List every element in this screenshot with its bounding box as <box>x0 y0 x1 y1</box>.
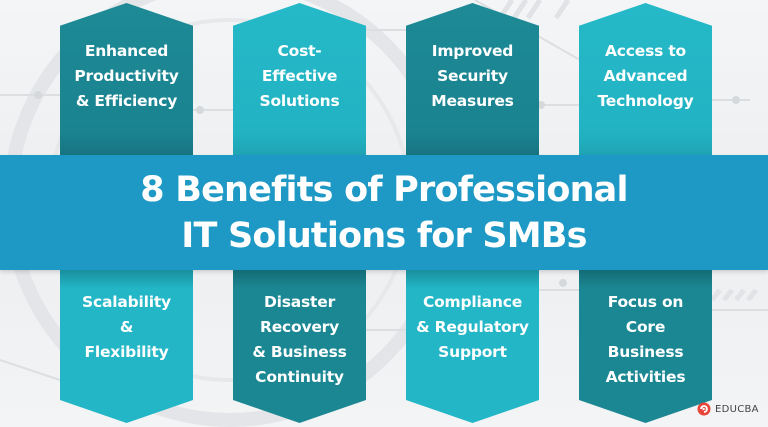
benefit-text-line: Continuity <box>255 368 344 386</box>
benefit-text-line: Recovery <box>259 318 340 336</box>
benefit-text-line: Compliance <box>422 293 523 311</box>
benefit-card-disaster-recovery: Disaster Recovery & Business Continuity <box>233 270 366 423</box>
benefit-text-line: Focus on <box>607 293 684 311</box>
benefit-text-line: Core <box>625 318 666 336</box>
benefit-card-core-business-focus: Focus on Core Business Activities <box>579 270 712 423</box>
benefit-text-line: Effective <box>261 67 338 85</box>
benefit-text-line: Technology <box>597 92 694 110</box>
benefit-text-line: Improved <box>431 42 514 60</box>
benefit-text-line: & Business <box>252 343 347 361</box>
benefit-text-line: & Regulatory <box>416 318 529 336</box>
benefit-card-cost-effective: Cost- Effective Solutions <box>233 3 366 155</box>
benefit-text-line: Flexibility <box>84 343 169 361</box>
benefit-text-line: Solutions <box>259 92 340 110</box>
benefit-card-advanced-technology: Access to Advanced Technology <box>579 3 712 155</box>
benefit-text-line: Activities <box>605 368 686 386</box>
benefit-card-enhanced-productivity: Enhanced Productivity & Efficiency <box>60 3 193 155</box>
educba-logo-text: EDUCBA <box>715 403 759 415</box>
benefit-text-line: Access to <box>605 42 686 60</box>
benefit-text-line: Security <box>437 67 508 85</box>
educba-logo-icon <box>697 402 711 416</box>
benefit-text-line: Advanced <box>603 67 688 85</box>
page-title-line-1: 8 Benefits of Professional <box>140 169 628 210</box>
benefit-text-line: Support <box>438 343 507 361</box>
benefit-text-line: Productivity <box>74 67 179 85</box>
benefit-text-line: Business <box>607 343 684 361</box>
title-banner: 8 Benefits of Professional IT Solutions … <box>0 155 768 270</box>
educba-logo: EDUCBA <box>697 402 759 416</box>
benefit-card-scalability: Scalability & Flexibility <box>60 270 193 423</box>
benefit-text-line: Enhanced <box>84 42 169 60</box>
benefit-card-improved-security: Improved Security Measures <box>406 3 539 155</box>
benefit-text-line: Scalability <box>82 293 171 311</box>
benefit-card-compliance: Compliance & Regulatory Support <box>406 270 539 423</box>
benefit-text-line: Disaster <box>263 293 336 311</box>
benefit-text-line: & <box>119 318 134 336</box>
page-title-line-2: IT Solutions for SMBs <box>181 215 587 256</box>
benefit-text-line: Measures <box>431 92 514 110</box>
benefit-text-line: Cost- <box>277 42 322 60</box>
benefit-text-line: & Efficiency <box>75 92 178 110</box>
